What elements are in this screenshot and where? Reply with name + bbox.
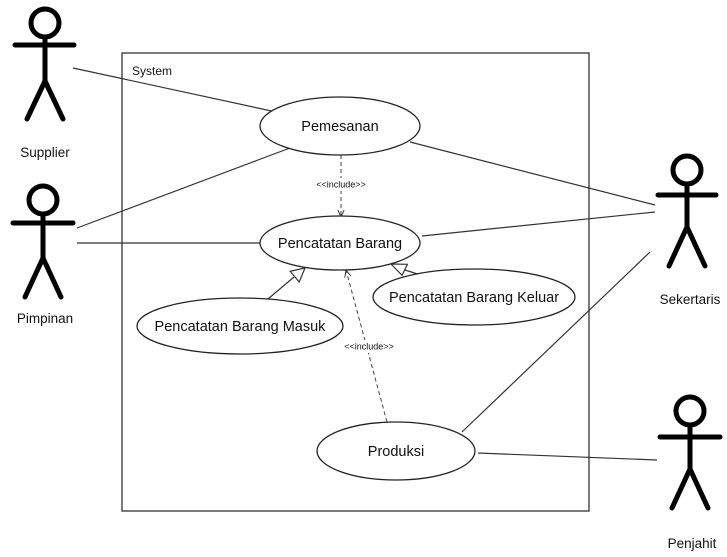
system-boundary: System: [121, 52, 590, 512]
use-case-produksi[interactable]: Produksi: [316, 421, 476, 481]
use-case-label-produksi: Produksi: [368, 444, 424, 460]
association-sekertaris-pemesanan: [409, 141, 656, 206]
association-sekertaris-pencatatan-barang: [421, 211, 656, 237]
actor-label-pimpinan: Pimpinan: [17, 311, 73, 326]
generalization-arrowhead-keluar: [389, 263, 409, 277]
generalization-line-masuk: [267, 276, 295, 300]
association-penjahit-produksi: [477, 452, 658, 461]
associations: [72, 67, 658, 461]
generalizations: [267, 263, 431, 300]
use-case-pencatatan-barang-keluar[interactable]: Pencatatan Barang Keluar: [372, 268, 576, 326]
include-label-pemesanan: <<include>>: [316, 180, 366, 190]
use-case-label-pemesanan: Pemesanan: [301, 119, 378, 135]
use-case-label-pencatatan-barang: Pencatatan Barang: [278, 236, 402, 252]
include-relations: <<include>> <<include>>: [308, 155, 402, 423]
include-label-produksi: <<include>>: [344, 342, 394, 352]
system-label: System: [132, 64, 172, 78]
use-case-pencatatan-barang-masuk[interactable]: Pencatatan Barang Masuk: [136, 297, 344, 355]
actor-supplier[interactable]: [12, 6, 77, 122]
use-case-label-pencatatan-barang-masuk: Pencatatan Barang Masuk: [155, 319, 327, 335]
generalization-arrowhead-masuk: [289, 267, 306, 284]
actor-label-supplier: Supplier: [20, 145, 70, 160]
use-case-pencatatan-barang[interactable]: Pencatatan Barang: [259, 215, 421, 271]
use-case-pemesanan[interactable]: Pemesanan: [259, 96, 421, 156]
actor-label-penjahit: Penjahit: [668, 536, 717, 551]
actor-pimpinan[interactable]: [10, 183, 76, 300]
actor-penjahit[interactable]: [657, 394, 723, 511]
association-sekertaris-produksi: [461, 251, 651, 433]
actor-sekertaris[interactable]: [655, 153, 719, 269]
use-case-label-pencatatan-barang-keluar: Pencatatan Barang Keluar: [389, 290, 559, 306]
association-supplier-pemesanan: [72, 67, 291, 116]
actor-label-sekertaris: Sekertaris: [660, 292, 721, 307]
association-pimpinan-pemesanan: [76, 147, 291, 229]
